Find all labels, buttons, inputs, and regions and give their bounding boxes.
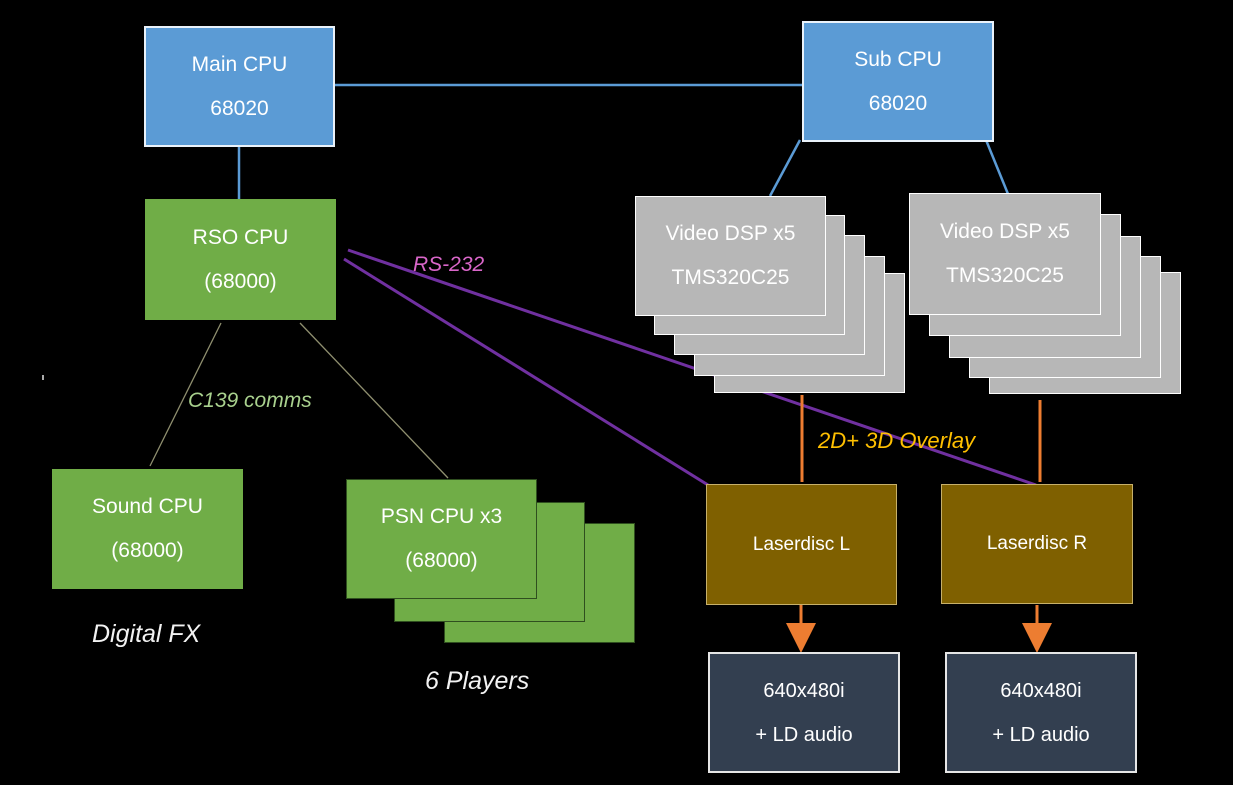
video-dsp-left-name: Video DSP x5 xyxy=(665,222,796,245)
laserdisc-left-name: Laserdisc L xyxy=(752,533,851,555)
rso-cpu-model: (68000) xyxy=(204,269,277,293)
laserdisc-right-name: Laserdisc R xyxy=(986,533,1088,554)
video-dsp-left-model: TMS320C25 xyxy=(671,266,790,289)
stray-mark xyxy=(42,375,44,380)
sub-dsp-right-link xyxy=(984,139,1010,195)
sub-dsp-left-link xyxy=(768,139,802,197)
output-right-box: 640x480i + LD audio xyxy=(945,652,1137,773)
main-cpu-model: 68020 xyxy=(210,96,269,120)
sub-cpu-box: Sub CPU 68020 xyxy=(802,21,994,142)
output-right-audio: + LD audio xyxy=(992,723,1090,746)
sound-cpu-model: (68000) xyxy=(111,539,184,562)
psn-cpu-name: PSN CPU x3 xyxy=(380,505,503,528)
psn-cpu-box: PSN CPU x3 (68000) xyxy=(346,479,537,599)
rs232-label: RS-232 xyxy=(413,253,485,276)
rso-ld-left-link xyxy=(343,257,709,487)
main-cpu-box: Main CPU 68020 xyxy=(144,26,335,147)
rso-psn-link xyxy=(299,322,449,479)
rso-cpu-box: RSO CPU (68000) xyxy=(145,199,336,320)
output-right-resolution: 640x480i xyxy=(1000,679,1082,702)
laserdisc-right-box: Laserdisc R xyxy=(941,484,1133,604)
sound-cpu-name: Sound CPU xyxy=(92,495,203,518)
sound-cpu-box: Sound CPU (68000) xyxy=(52,469,243,589)
output-left-resolution: 640x480i xyxy=(763,679,845,702)
rso-cpu-name: RSO CPU xyxy=(192,225,289,249)
video-dsp-right-box: Video DSP x5 TMS320C25 xyxy=(909,193,1101,315)
sub-cpu-model: 68020 xyxy=(868,91,928,115)
psn-cpu-model: (68000) xyxy=(405,549,478,572)
rso-ld-right-link xyxy=(347,248,1037,487)
overlay-label: 2D+ 3D Overlay xyxy=(818,428,976,453)
digital-fx-label: Digital FX xyxy=(92,620,201,648)
rso-sound-link xyxy=(149,322,222,467)
video-dsp-right-model: TMS320C25 xyxy=(946,264,1064,287)
sub-cpu-name: Sub CPU xyxy=(854,47,942,71)
laserdisc-left-box: Laserdisc L xyxy=(706,484,897,605)
players-label: 6 Players xyxy=(425,667,530,695)
output-left-box: 640x480i + LD audio xyxy=(708,652,900,773)
video-dsp-right-name: Video DSP x5 xyxy=(940,220,1070,243)
output-left-audio: + LD audio xyxy=(755,723,853,746)
video-dsp-left-box: Video DSP x5 TMS320C25 xyxy=(635,196,826,316)
c139-comms-label: C139 comms xyxy=(188,389,312,412)
main-cpu-name: Main CPU xyxy=(191,52,288,76)
